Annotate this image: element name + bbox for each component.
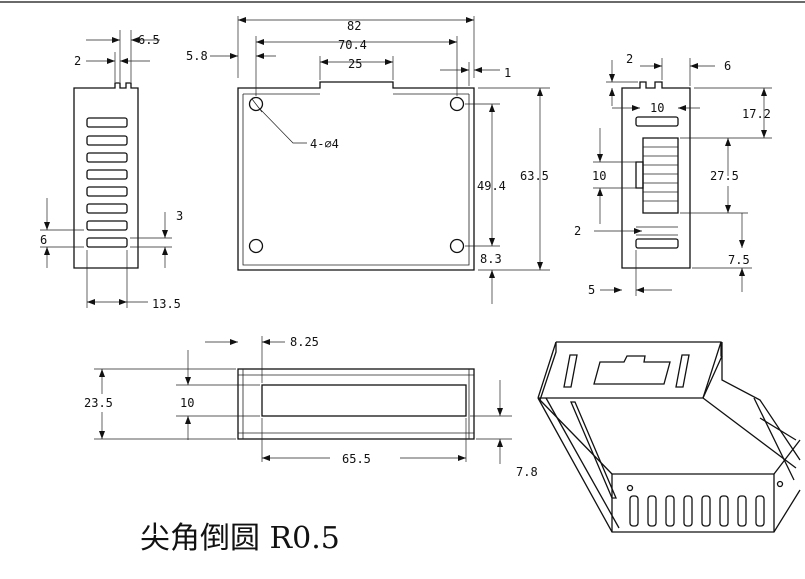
- dim-front-5-8: 5.8: [186, 49, 208, 63]
- dim-right-10-side: 10: [592, 169, 606, 183]
- dim-right-2-top: 2: [626, 52, 633, 66]
- dim-bottom-7-8: 7.8: [516, 465, 538, 479]
- dim-right-17-2: 17.2: [742, 107, 771, 121]
- mount-hole-bottom-left: [248, 238, 264, 254]
- dim-front-8-3: 8.3: [480, 252, 502, 266]
- dim-left-6: 6: [40, 233, 47, 247]
- dim-hole-callout: 4-⌀4: [310, 137, 339, 151]
- dim-front-49-4: 49.4: [477, 179, 506, 193]
- fillet-note: 尖角倒圆 R0.5: [140, 521, 340, 556]
- right-view-fins: [643, 146, 678, 202]
- dim-front-1: 1: [504, 66, 511, 80]
- dim-front-70-4: 70.4: [338, 38, 367, 52]
- dim-left-3: 3: [176, 209, 183, 223]
- dim-right-7-5: 7.5: [728, 253, 750, 267]
- dim-bottom-23-5: 23.5: [84, 396, 113, 410]
- dim-front-82: 82: [347, 19, 361, 33]
- dim-right-27-5: 27.5: [710, 169, 739, 183]
- mount-hole-bottom-right: [449, 238, 465, 254]
- right-view-outline: [621, 81, 691, 269]
- bottom-window: [261, 384, 467, 417]
- left-view: 6.5 2 6 3 13.5: [40, 30, 183, 311]
- dim-left-2: 2: [74, 54, 81, 68]
- isometric-vent-slots: [629, 495, 765, 527]
- dim-bottom-10: 10: [180, 396, 194, 410]
- right-view: 2 6 10 17.2 10 27.5 2 7.5: [574, 52, 772, 297]
- left-view-slots: [86, 117, 128, 248]
- front-view: 4-⌀4 82 70.4 25 5.8 1 49.4: [186, 16, 550, 304]
- dim-front-63-5: 63.5: [520, 169, 549, 183]
- dim-bottom-65-5: 65.5: [342, 452, 371, 466]
- dim-right-6: 6: [724, 59, 731, 73]
- mount-hole-top-right: [449, 96, 465, 112]
- dim-right-10-top: 10: [650, 101, 664, 115]
- mount-hole-top-left: [248, 96, 264, 112]
- bottom-view: 8.25 23.5 10 65.5 7.8: [84, 335, 538, 479]
- dim-front-25: 25: [348, 57, 362, 71]
- bottom-view-outline: [237, 368, 475, 440]
- dim-right-2-bottom: 2: [574, 224, 581, 238]
- dim-left-6-5: 6.5: [138, 33, 160, 47]
- isometric-view: [537, 341, 801, 533]
- dim-bottom-8-25: 8.25: [290, 335, 319, 349]
- dim-right-5: 5: [588, 283, 595, 297]
- dim-left-13-5: 13.5: [152, 297, 181, 311]
- left-view-outline: [73, 82, 139, 269]
- front-view-outline: [237, 81, 475, 271]
